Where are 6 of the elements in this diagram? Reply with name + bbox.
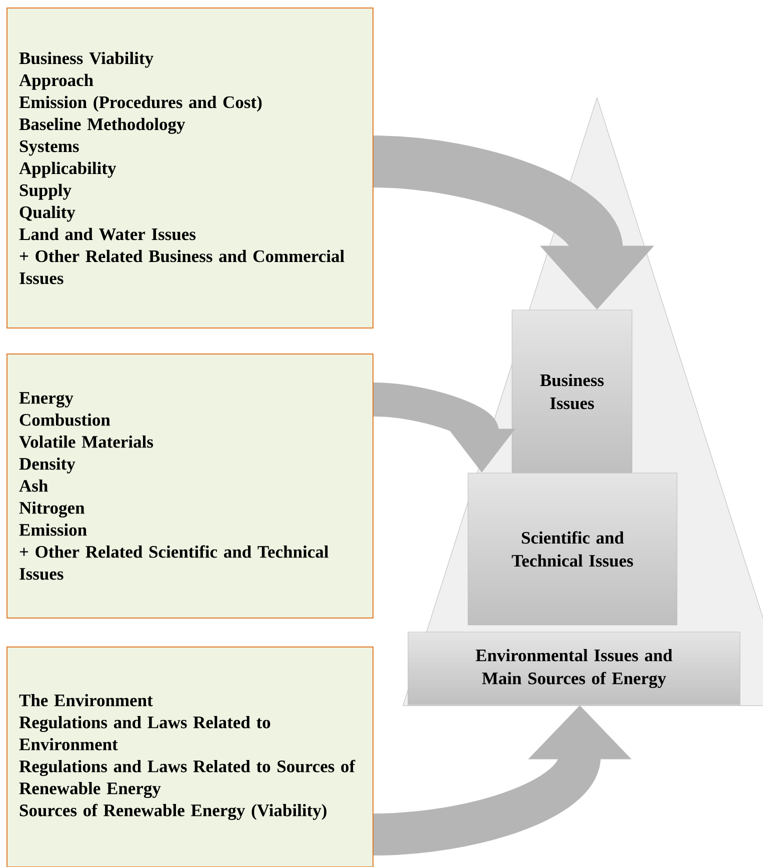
list-box: Energy Combustion Volatile Materials Density Ash Nitrogen Emission + Other Related Scientific and Technical Issues	[6, 354, 374, 618]
list-box: Business Viability Approach Emission (Procedures and Cost) Baseline Methodology Systems Applicability Supply Quality Land and Water Issues + Other Related Business and Commercial Issues	[6, 8, 374, 328]
issue-box: Environmental Issues and Main Sources of Energy	[408, 632, 740, 706]
issue-box: Scientific and Technical Issues	[468, 472, 678, 626]
issue-box: Business Issues	[512, 310, 632, 474]
list-box: The Environment Regulations and Laws Related to Environment Regulations and Laws Related to Sources of Renewable Energy Sources of Renewable Energy (Viability)	[6, 646, 374, 867]
